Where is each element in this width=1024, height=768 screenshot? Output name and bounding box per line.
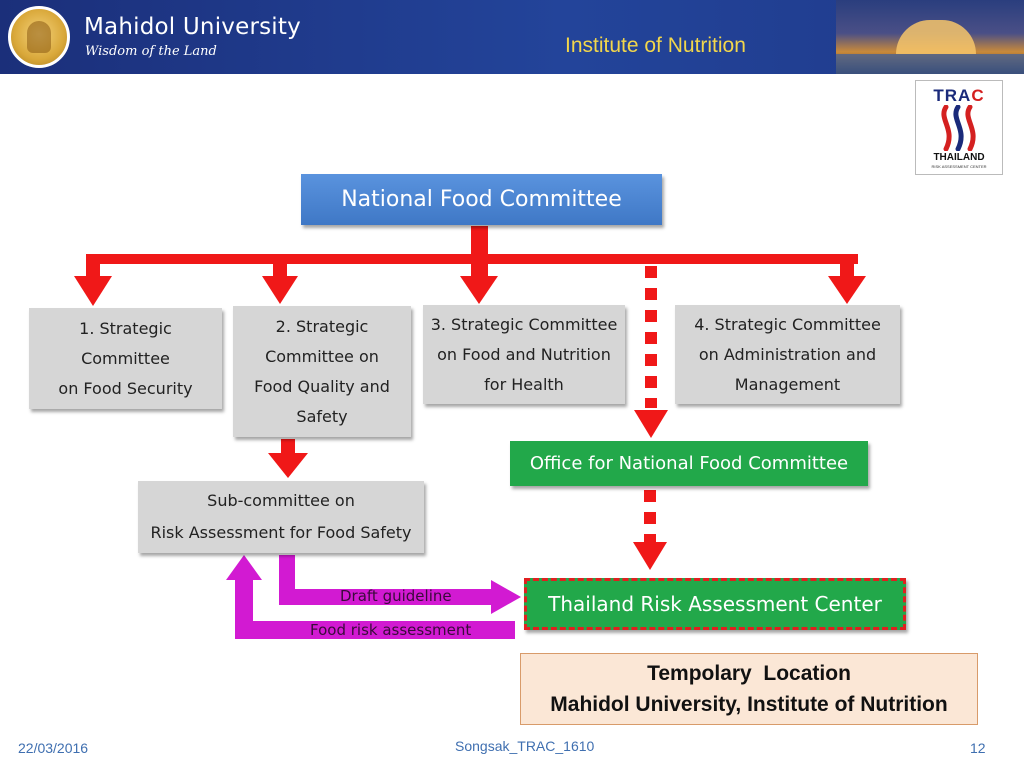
- dashed-arrow-to-trac: [633, 490, 667, 570]
- committee-4-line: 4. Strategic Committee: [694, 314, 881, 334]
- committee-2-line: Committee on: [265, 346, 379, 366]
- arrow-nfc-stem: [471, 226, 488, 262]
- committee-3-line: 3. Strategic Committee: [430, 314, 618, 334]
- arrow-to-committee-1: [74, 254, 112, 306]
- committee-4-line: on Administration and: [698, 344, 877, 364]
- arrow-to-committee-2: [262, 254, 298, 304]
- location-line-1: Tempolary Location: [647, 662, 851, 685]
- institute-title: Institute of Nutrition: [565, 34, 746, 57]
- trac-logo-subtitle: RISK ASSESSMENT CENTER: [931, 164, 987, 169]
- arrow-food-risk-assessment: [226, 555, 515, 639]
- thailand-risk-assessment-center-box: Thailand Risk Assessment Center: [524, 578, 906, 630]
- trac-logo: TRAC THAILAND RISK ASSESSMENT CENTER: [915, 80, 1003, 175]
- trac-logo-acronym-start: TRA: [933, 86, 972, 105]
- committee-4-line: Management: [734, 374, 841, 394]
- subcommittee-line: Risk Assessment for Food Safety: [150, 523, 412, 542]
- arrow-to-committee-3: [460, 254, 498, 304]
- committee-2-line: 2. Strategic: [275, 316, 369, 336]
- header-building-photo: [836, 0, 1024, 74]
- national-food-committee-box: National Food Committee: [301, 174, 662, 225]
- committee-1-line: 1. Strategic: [79, 318, 172, 338]
- committee-3-line: for Health: [484, 374, 564, 394]
- arrow-draft-guideline: [279, 555, 521, 614]
- committee-1-line: Committee: [81, 348, 170, 368]
- strategic-committee-3-box: 3. Strategic Committee on Food and Nutri…: [423, 305, 625, 404]
- location-line-2: Mahidol University, Institute of Nutriti…: [550, 693, 948, 716]
- label-food-risk-assessment: Food risk assessment: [310, 621, 472, 639]
- strategic-committee-4-box: 4. Strategic Committee on Administration…: [675, 305, 900, 404]
- subcommittee-risk-assessment-box: Sub-committee on Risk Assessment for Foo…: [138, 481, 424, 553]
- footer-date: 22/03/2016: [18, 740, 89, 756]
- strategic-committee-2-box: 2. Strategic Committee on Food Quality a…: [233, 306, 411, 437]
- dashed-arrow-to-office: [634, 266, 668, 438]
- page-number: 12: [970, 740, 986, 756]
- footer-presenter: Songsak_TRAC_1610: [455, 738, 595, 754]
- trac-logo-country: THAILAND: [933, 152, 985, 163]
- arrow-to-committee-4: [828, 254, 866, 304]
- committee-2-line: Food Quality and: [254, 376, 390, 396]
- committee-2-line: Safety: [296, 406, 348, 426]
- label-draft-guideline: Draft guideline: [340, 587, 452, 605]
- temporary-location-box: Tempolary Location Mahidol University, I…: [520, 653, 978, 725]
- committee-1-line: on Food Security: [58, 378, 193, 398]
- university-seal-logo: [8, 6, 70, 68]
- arrow-to-subcommittee: [268, 439, 308, 478]
- university-tagline: Wisdom of the Land: [85, 44, 217, 59]
- strategic-committee-1-box: 1. Strategic Committee on Food Security: [29, 308, 222, 409]
- subcommittee-line: Sub-committee on: [207, 491, 355, 510]
- office-national-food-committee-box: Office for National Food Committee: [510, 441, 868, 486]
- committee-3-line: on Food and Nutrition: [437, 344, 611, 364]
- university-name: Mahidol University: [84, 14, 301, 40]
- trac-logo-acronym: TRAC: [916, 86, 1002, 106]
- trac-logo-acronym-end: C: [971, 86, 985, 105]
- flame-icon: [941, 105, 976, 151]
